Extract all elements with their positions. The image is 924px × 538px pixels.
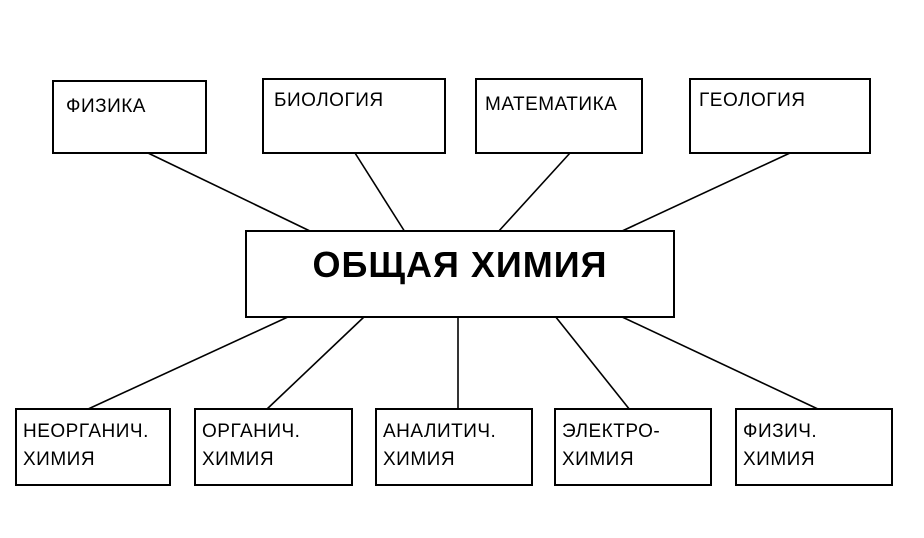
- analytical-chemistry-label-line1: АНАЛИТИЧ.: [383, 421, 497, 442]
- connector-physics: [147, 152, 313, 233]
- analytical-chemistry-label-line2: ХИМИЯ: [383, 449, 456, 470]
- connector-electro: [554, 315, 631, 411]
- biology-box: БИОЛОГИЯ: [262, 78, 446, 154]
- electrochemistry-label-line1: ЭЛЕКТРО-: [562, 421, 661, 442]
- organic-chemistry-label-line1: ОРГАНИЧ.: [202, 421, 301, 442]
- connector-inorganic: [85, 315, 291, 411]
- organic-chemistry-box: ОРГАНИЧ. ХИМИЯ: [194, 408, 353, 486]
- physical-chemistry-label-line1: ФИЗИЧ.: [743, 421, 818, 442]
- physics-box: ФИЗИКА: [52, 80, 207, 154]
- connector-biology: [354, 152, 406, 233]
- general-chemistry-box: ОБЩАЯ ХИМИЯ: [245, 230, 675, 318]
- inorganic-chemistry-label-line2: ХИМИЯ: [23, 449, 96, 470]
- mathematics-label: МАТЕМАТИКА: [485, 94, 618, 115]
- connector-physical: [619, 315, 821, 411]
- analytical-chemistry-box: АНАЛИТИЧ. ХИМИЯ: [375, 408, 533, 486]
- physical-chemistry-box: ФИЗИЧ. ХИМИЯ: [735, 408, 893, 486]
- inorganic-chemistry-box: НЕОРГАНИЧ. ХИМИЯ: [15, 408, 171, 486]
- mathematics-box: МАТЕМАТИКА: [475, 78, 643, 154]
- connector-organic: [265, 315, 366, 411]
- physics-label: ФИЗИКА: [66, 96, 146, 117]
- organic-chemistry-label-line2: ХИМИЯ: [202, 449, 275, 470]
- connector-geology: [619, 152, 791, 233]
- geology-box: ГЕОЛОГИЯ: [689, 78, 871, 154]
- inorganic-chemistry-label-line1: НЕОРГАНИЧ.: [23, 421, 149, 442]
- physical-chemistry-label-line2: ХИМИЯ: [743, 449, 816, 470]
- electrochemistry-box: ЭЛЕКТРО- ХИМИЯ: [554, 408, 712, 486]
- biology-label: БИОЛОГИЯ: [274, 90, 384, 111]
- general-chemistry-label: ОБЩАЯ ХИМИЯ: [312, 244, 608, 285]
- geology-label: ГЕОЛОГИЯ: [699, 90, 806, 111]
- connector-mathematics: [497, 152, 571, 233]
- electrochemistry-label-line2: ХИМИЯ: [562, 449, 635, 470]
